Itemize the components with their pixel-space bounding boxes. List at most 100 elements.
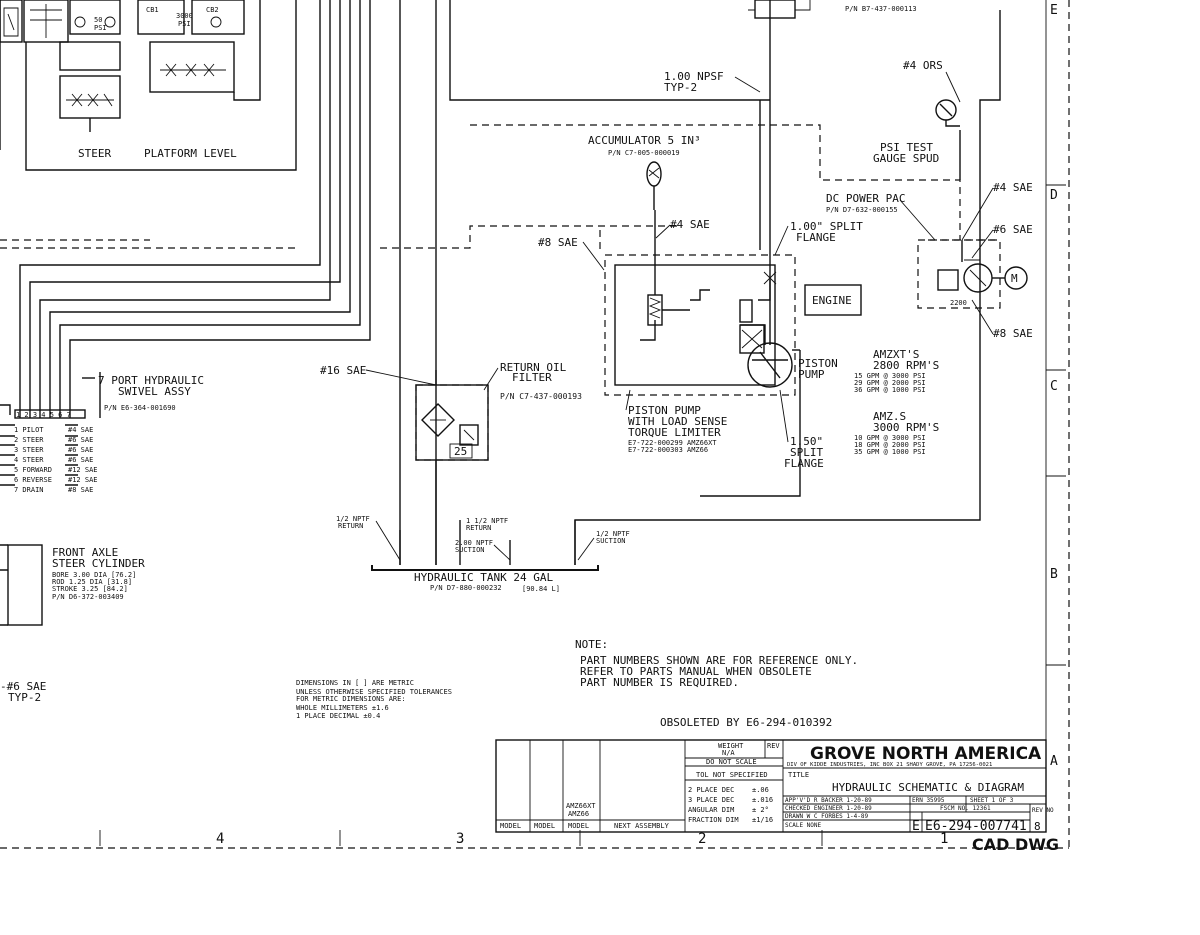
amz-label-3: 10 GPM @ 3000 PSI [854, 434, 926, 442]
amzxt-label-5: 36 GPM @ 1000 PSI [854, 386, 926, 394]
swivel-port-size: #4 SAE [68, 426, 93, 434]
weight-label: WEIGHT [718, 742, 744, 750]
split150-label-2: SPLIT [790, 446, 823, 459]
amz-label-1: AMZ.S [873, 410, 906, 423]
swivel-port-name: 5 FORWARD [14, 466, 52, 474]
swivel-port-size: #6 SAE [68, 456, 93, 464]
tolerance-name: ANGULAR DIM [688, 806, 734, 814]
cb2-label: CB2 [206, 6, 219, 14]
dc-power-pac [917, 239, 1028, 309]
suct12-label-1: 1/2 NPTF [596, 530, 630, 538]
size: E [912, 819, 920, 834]
note-title: NOTE: [575, 638, 608, 651]
split150-label-3: FLANGE [784, 457, 824, 470]
platform-level-label: PLATFORM LEVEL [144, 147, 237, 160]
do-not-scale: DO NOT SCALE [706, 758, 757, 766]
zone-4: 4 [216, 831, 224, 847]
tolerance-value: ±.016 [752, 796, 773, 804]
engine-box [804, 284, 862, 316]
zone-e: E [1050, 3, 1058, 18]
swivel-pn: P/N E6-364-001690 [104, 404, 176, 412]
suct2-label-1: 2.00 NPTF [455, 539, 493, 547]
note-line-1: PART NUMBERS SHOWN ARE FOR REFERENCE ONL… [580, 654, 858, 667]
zone-b: B [1050, 567, 1058, 582]
ret112-label-1: 1 1/2 NPTF [466, 517, 508, 525]
company-name: GROVE NORTH AMERICA [810, 744, 1042, 764]
model-col-4: NEXT ASSEMBLY [614, 822, 670, 830]
tolerance-name: FRACTION DIM [688, 816, 739, 824]
dc-power-pac-pn: P/N D7-632-000155 [826, 206, 898, 214]
swivel-port-size: #6 SAE [68, 436, 93, 444]
cad-dwg-label: CAD DWG [972, 835, 1059, 854]
sae8-mid-label: #8 SAE [538, 236, 578, 249]
model-col-2: MODEL [534, 822, 555, 830]
psi3000-label: 3000 [176, 12, 193, 20]
sae4-mid-leader [655, 224, 671, 239]
rev-no: REV NO [1032, 807, 1054, 814]
dims-line-3: FOR METRIC DIMENSIONS ARE: [296, 695, 406, 703]
sheet: SHEET 1 OF 3 [970, 797, 1014, 804]
swivel-port-size: #12 SAE [68, 466, 98, 474]
ret12-label-1: 1/2 NPTF [336, 515, 370, 523]
accumulator [646, 161, 662, 210]
swivel-port-name: 3 STEER [14, 446, 44, 454]
checked: CHECKED ENGINEER 1-20-89 [785, 805, 872, 812]
axle-pn: P/N D6-372-003409 [52, 593, 124, 601]
pp-label-4: E7-722-000299 AMZ66XT [628, 439, 717, 447]
amzxt-label-1: AMZXT'S [873, 348, 919, 361]
suct2-leader [493, 544, 511, 561]
swivel-port-size: #12 SAE [68, 476, 98, 484]
sae6-right-label: #6 SAE [993, 223, 1033, 236]
cb1-label: CB1 [146, 6, 159, 14]
amzxt-label-4: 29 GPM @ 2000 PSI [854, 379, 926, 387]
tank-pn: P/N D7-880-000232 [430, 584, 502, 592]
drawn: DRAWN W C FORBES 1-4-89 [785, 813, 868, 820]
approved: APP'V'D R BACKER 1-20-89 [785, 797, 872, 804]
amzxt-label-3: 15 GPM @ 3000 PSI [854, 372, 926, 380]
swivel-port-size: #8 SAE [68, 486, 93, 494]
sae16-label: #16 SAE [320, 364, 366, 377]
ret12-leader [375, 520, 401, 561]
valve-manifold [0, 0, 245, 119]
model-col-1: MODEL [500, 822, 521, 830]
front-axle-cylinder [0, 544, 43, 626]
swivel-port-name: 4 STEER [14, 456, 44, 464]
tolerance-value: ± 2° [752, 806, 769, 814]
tank-metric: [90.84 L] [522, 585, 560, 593]
sae6-left-typ: TYP-2 [8, 691, 41, 704]
dims-line-2: UNLESS OTHERWISE SPECIFIED TOLERANCES [296, 688, 452, 696]
zone-2: 2 [698, 831, 706, 847]
sheet-border [0, 0, 1070, 850]
note-line-2: REFER TO PARTS MANUAL WHEN OBSOLETE [580, 665, 812, 678]
swivel-title-2: SWIVEL ASSY [118, 385, 191, 398]
sae4-right-label: #4 SAE [993, 181, 1033, 194]
psi50-label: 50 [94, 16, 102, 24]
tolerance-value: ±1/16 [752, 816, 773, 824]
zone-a: A [1050, 754, 1058, 769]
pump-id-label: 2200 [950, 299, 967, 307]
psi-test-label-2: GAUGE SPUD [873, 152, 939, 165]
sae16-leader [365, 369, 437, 386]
zone-c: C [1050, 379, 1058, 394]
rev-label: REV [767, 742, 780, 750]
model-amz66xt: AMZ66XT [566, 802, 596, 810]
amz-label-5: 35 GPM @ 1000 PSI [854, 448, 926, 456]
amzxt-label-2: 2800 RPM'S [873, 359, 939, 372]
zone-3: 3 [456, 831, 464, 847]
tolerance-value: ±.06 [752, 786, 769, 794]
npsf-typ-label: TYP-2 [664, 81, 697, 94]
obsoleted-label: OBSOLETED BY E6-294-010392 [660, 716, 832, 729]
axle-rod: ROD 1.25 DIA [31.8] [52, 578, 132, 586]
pp-label-1: PISTON PUMP [628, 404, 701, 417]
swivel-ports: 1 2 3 4 5 6 7 [16, 411, 71, 419]
ern: ERN 35995 [912, 797, 945, 804]
drawing-title: HYDRAULIC SCHEMATIC & DIAGRAM [832, 781, 1024, 794]
axle-bore: BORE 3.00 DIA [76.2] [52, 571, 136, 579]
dc-power-pac-leader [899, 199, 936, 241]
note-line-3: PART NUMBER IS REQUIRED. [580, 676, 739, 689]
split150-label-1: 1.50" [790, 435, 823, 448]
swivel-port-name: 7 DRAIN [14, 486, 44, 494]
motor-label: M [1011, 272, 1018, 285]
